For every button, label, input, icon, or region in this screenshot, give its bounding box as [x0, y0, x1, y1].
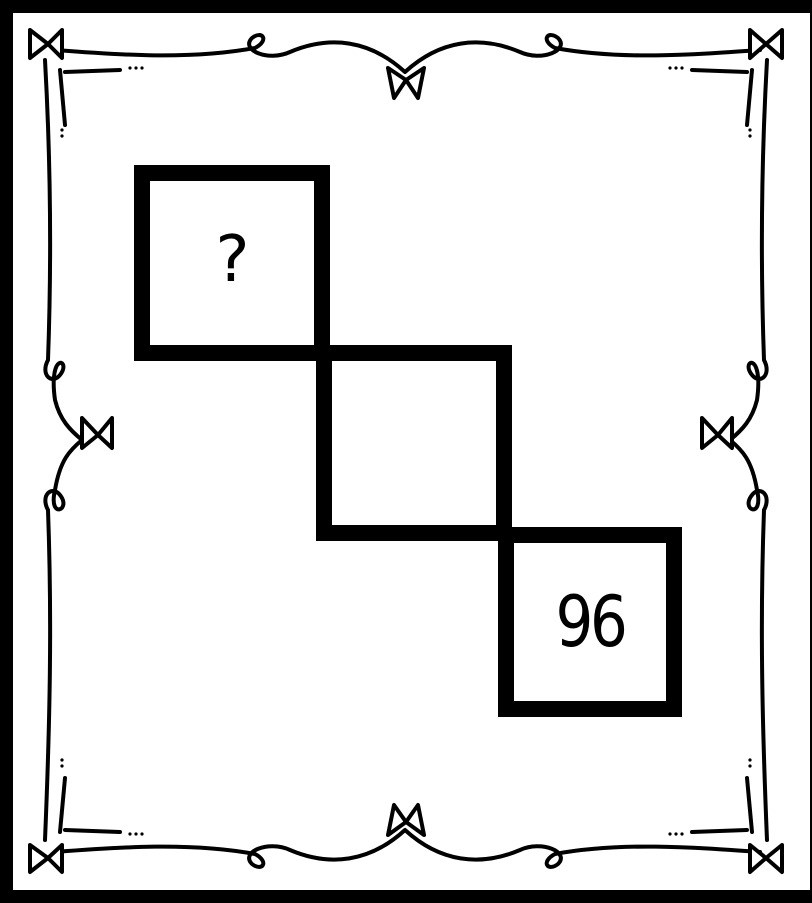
bow-top-right — [750, 30, 782, 58]
left-swirl-line — [45, 60, 82, 840]
corner-bl-inner — [60, 778, 120, 832]
bow-bottom-right — [750, 845, 782, 872]
bow-top-left — [30, 30, 62, 58]
corner-tr-inner — [692, 70, 752, 125]
bow-left-middle — [82, 418, 112, 448]
bottom-cell-number: 96 — [526, 545, 654, 700]
top-cell-question-mark: ? — [150, 180, 315, 340]
bottom-swirl-line — [55, 830, 760, 867]
bow-right-middle — [702, 418, 732, 448]
box-middle — [324, 353, 504, 533]
corner-br-inner — [692, 778, 752, 832]
right-swirl-line — [730, 60, 767, 840]
top-swirl-line — [55, 35, 760, 72]
bow-bottom-left — [30, 845, 62, 872]
corner-tl-inner — [60, 70, 120, 125]
